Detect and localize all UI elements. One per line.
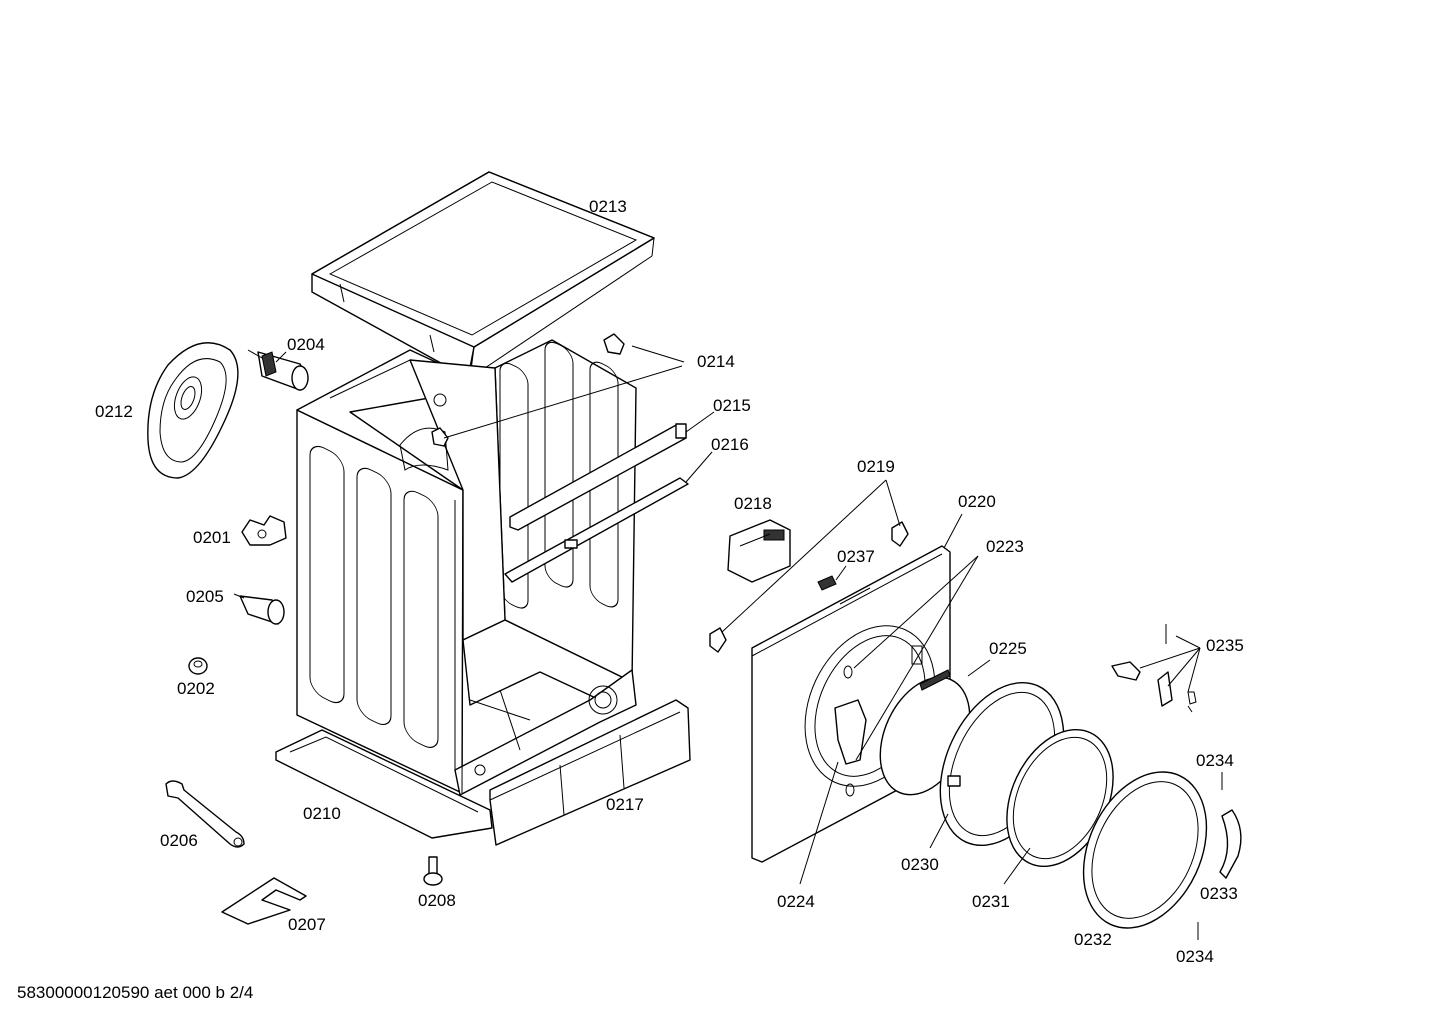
label-0225: 0225 [989, 639, 1027, 658]
label-0231: 0231 [972, 892, 1010, 911]
worktop-0213 [311, 171, 655, 379]
label-0201: 0201 [193, 528, 231, 547]
label-0218: 0218 [734, 494, 772, 513]
label-0220: 0220 [958, 492, 996, 511]
foot-0202 [188, 657, 208, 675]
bracket-0201 [241, 515, 287, 546]
label-0210: 0210 [303, 804, 341, 823]
label-0224: 0224 [777, 892, 815, 911]
label-0219: 0219 [857, 457, 895, 476]
clip-0214 [431, 333, 625, 447]
cabinet-frame [275, 339, 637, 839]
label-0234-top: 0234 [1196, 751, 1234, 770]
counterweight-0212 [147, 342, 239, 479]
callout-labels: 0213 0204 0214 0212 0215 0216 0219 0218 … [95, 197, 1244, 966]
label-0234-bottom: 0234 [1176, 947, 1214, 966]
label-0213: 0213 [589, 197, 627, 216]
damper-0205 [233, 593, 285, 625]
wrench-0206 [165, 780, 245, 848]
pad-0237 [817, 575, 837, 591]
shim-0207 [221, 877, 307, 925]
cross-braces [504, 423, 689, 583]
label-0204: 0204 [287, 335, 325, 354]
pins-0234 [1197, 772, 1223, 940]
label-0230: 0230 [901, 855, 939, 874]
label-0212: 0212 [95, 402, 133, 421]
label-0208: 0208 [418, 891, 456, 910]
clip-0219 [709, 521, 909, 653]
door-lock-0218 [727, 519, 791, 583]
hinge-parts-0235 [1111, 624, 1197, 713]
label-0207: 0207 [288, 915, 326, 934]
kickplate-0217 [489, 699, 691, 846]
diagram-code-footer: 58300000120590 aet 000 b 2/4 [17, 983, 253, 1002]
label-0216: 0216 [711, 435, 749, 454]
leader-lines [275, 345, 1201, 885]
label-0205: 0205 [186, 587, 224, 606]
label-0233: 0233 [1200, 884, 1238, 903]
screw-0208 [423, 856, 443, 886]
door-frame-0232 [1082, 771, 1208, 929]
label-0214: 0214 [697, 352, 735, 371]
label-0223: 0223 [986, 537, 1024, 556]
label-0206: 0206 [160, 831, 198, 850]
label-0237: 0237 [837, 547, 875, 566]
handle-0233 [1219, 809, 1242, 879]
label-0202: 0202 [177, 679, 215, 698]
label-0232: 0232 [1074, 930, 1112, 949]
label-0215: 0215 [713, 396, 751, 415]
label-0217: 0217 [606, 795, 644, 814]
label-0235: 0235 [1206, 636, 1244, 655]
spring-0204 [247, 349, 309, 391]
